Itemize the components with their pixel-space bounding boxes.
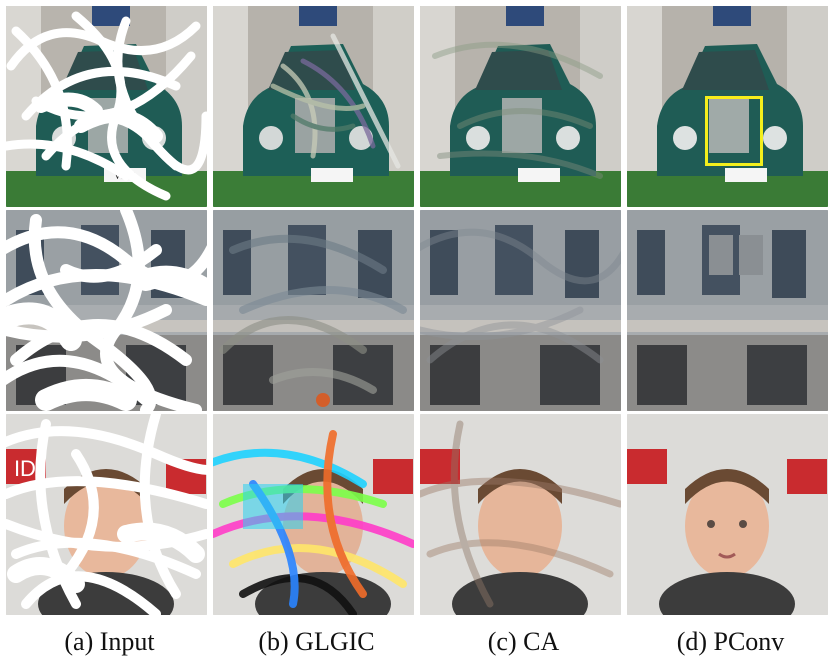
building-pconv	[627, 210, 828, 411]
building-input	[6, 210, 207, 411]
portrait-ca	[420, 414, 621, 615]
car-input: V901	[6, 6, 207, 207]
portrait-pconv	[627, 414, 828, 615]
caption-ca: (c) CA	[487, 627, 560, 656]
building-glgic	[213, 210, 414, 411]
comparison-grid: V901	[6, 6, 828, 616]
portrait-input: IDI	[6, 414, 207, 615]
caption-row: (a) Input (b) GLGIC (c) CA (d) PConv	[0, 622, 834, 662]
caption-pconv: (d) PConv	[676, 627, 785, 656]
highlight-box	[705, 96, 763, 166]
car-pconv	[627, 6, 828, 207]
caption-glgic: (b) GLGIC	[258, 627, 375, 656]
car-glgic	[213, 6, 414, 207]
building-ca	[420, 210, 621, 411]
caption-input: (a) Input	[64, 627, 155, 656]
portrait-glgic	[213, 414, 414, 615]
car-ca	[420, 6, 621, 207]
